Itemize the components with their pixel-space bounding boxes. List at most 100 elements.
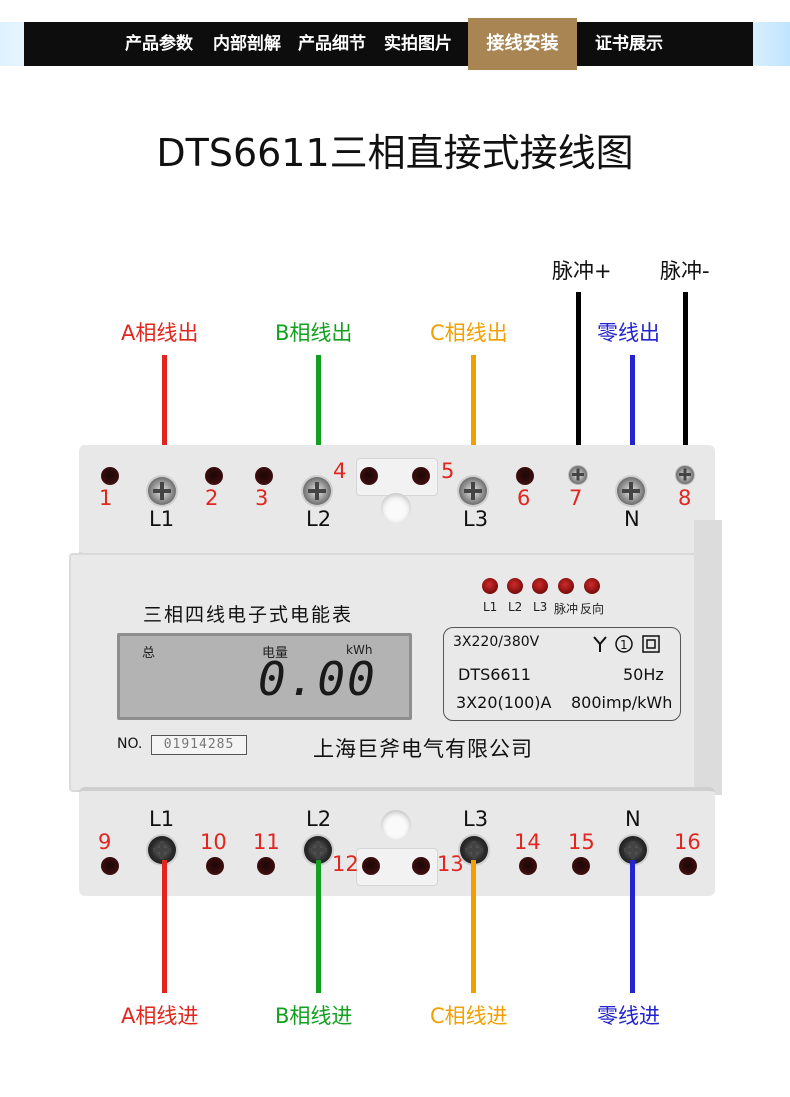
wire-c-phase-in [471, 860, 476, 993]
serial-label: NO. [117, 736, 143, 752]
label-a-phase-in: A相线进 [121, 1004, 199, 1028]
led-l2 [507, 578, 523, 594]
terminal-hole-9 [101, 857, 119, 875]
side-rail [694, 520, 722, 795]
label-b-phase-in: B相线进 [275, 1004, 353, 1028]
wire-a-phase-out [162, 355, 167, 475]
screw-pulse-plus [569, 466, 587, 484]
terminal-label-l3-top: L3 [463, 507, 489, 531]
spec-symbols: 1 [593, 635, 660, 653]
spec-model: DTS6611 [458, 665, 531, 684]
screw-l3-in [460, 836, 488, 864]
wire-b-phase-out [316, 355, 321, 475]
serial-number: 01914285 [151, 735, 247, 755]
label-pulse-plus: 脉冲+ [552, 259, 612, 283]
led-label-l1: L1 [483, 600, 498, 614]
terminal-number-5: 5 [441, 459, 455, 483]
led-label-l3: L3 [533, 600, 548, 614]
terminal-hole-16 [679, 857, 697, 875]
terminal-number-3: 3 [255, 486, 269, 510]
terminal-number-9: 9 [98, 830, 112, 854]
screw-n-in [619, 836, 647, 864]
wye-icon [593, 636, 607, 652]
screw-n-out [617, 477, 645, 505]
nav-tab-certificates[interactable]: 证书展示 [595, 34, 663, 54]
terminal-label-n-top: N [624, 507, 640, 531]
terminal-hole-5 [412, 467, 430, 485]
screw-pulse-minus [676, 466, 694, 484]
terminal-number-2: 2 [205, 486, 219, 510]
class-1-icon [615, 635, 633, 653]
terminal-hole-1 [101, 467, 119, 485]
nav-tab-wiring[interactable]: 接线安装 [468, 18, 577, 70]
spec-frequency: 50Hz [623, 665, 664, 684]
label-a-phase-out: A相线出 [121, 321, 199, 345]
terminal-label-l2-top: L2 [306, 507, 332, 531]
spec-current: 3X20(100)A [456, 693, 552, 712]
terminal-number-13: 13 [437, 852, 464, 876]
terminal-number-11: 11 [253, 830, 280, 854]
label-b-phase-out: B相线出 [275, 321, 353, 345]
lcd-reading: 0.00 [258, 652, 377, 706]
terminal-number-10: 10 [200, 830, 227, 854]
label-neutral-out: 零线出 [597, 321, 660, 345]
label-c-phase-out: C相线出 [430, 321, 508, 345]
terminal-number-14: 14 [514, 830, 541, 854]
lcd-unit: kWh [346, 643, 373, 657]
terminal-number-1: 1 [99, 486, 113, 510]
top-mount-hole [381, 493, 411, 523]
terminal-number-6: 6 [517, 486, 531, 510]
terminal-label-l3-bottom: L3 [463, 807, 489, 831]
label-c-phase-in: C相线进 [430, 1004, 508, 1028]
manufacturer: 上海巨斧电气有限公司 [313, 737, 533, 761]
terminal-number-8: 8 [678, 486, 692, 510]
led-label-reverse: 反向 [580, 602, 605, 616]
wire-neutral-in [630, 860, 635, 993]
meter-name: 三相四线电子式电能表 [143, 604, 354, 626]
terminal-hole-11 [257, 857, 275, 875]
wire-neutral-out [630, 355, 635, 475]
terminal-label-l1-top: L1 [149, 507, 175, 531]
led-pulse [558, 578, 574, 594]
bottom-mount-hole [381, 810, 411, 840]
screw-l1-out [148, 477, 176, 505]
terminal-number-4: 4 [333, 459, 347, 483]
nav-tab-details[interactable]: 产品细节 [298, 34, 366, 54]
terminal-number-15: 15 [568, 830, 595, 854]
nav-tab-photos[interactable]: 实拍图片 [384, 34, 452, 54]
terminal-number-16: 16 [674, 830, 701, 854]
led-label-l2: L2 [508, 600, 523, 614]
label-neutral-in: 零线进 [597, 1004, 660, 1028]
terminal-hole-13 [412, 857, 430, 875]
screw-l2-in [304, 836, 332, 864]
terminal-hole-4 [360, 467, 378, 485]
wire-a-phase-in [162, 860, 167, 993]
nav-tab-params[interactable]: 产品参数 [125, 34, 193, 54]
wire-pulse-minus [683, 292, 688, 464]
wire-pulse-plus [576, 292, 581, 464]
terminal-number-7: 7 [569, 486, 583, 510]
led-label-pulse: 脉冲 [554, 602, 579, 616]
terminal-label-l2-bottom: L2 [306, 807, 332, 831]
terminal-hole-12 [362, 857, 380, 875]
svg-text:1: 1 [620, 638, 628, 652]
nav-tab-internal[interactable]: 内部剖解 [213, 34, 281, 54]
spec-voltage: 3X220/380V [453, 634, 540, 650]
spec-constant: 800imp/kWh [571, 693, 673, 712]
screw-l1-in [148, 836, 176, 864]
terminal-hole-15 [572, 857, 590, 875]
spec-box [443, 627, 681, 721]
screw-l2-out [303, 477, 331, 505]
terminal-hole-2 [205, 467, 223, 485]
terminal-hole-10 [206, 857, 224, 875]
lcd-total-label: 总 [142, 646, 156, 661]
terminal-label-l1-bottom: L1 [149, 807, 175, 831]
screw-l3-out [459, 477, 487, 505]
led-l3 [532, 578, 548, 594]
terminal-hole-3 [255, 467, 273, 485]
wire-b-phase-in [316, 860, 321, 993]
wire-c-phase-out [471, 355, 476, 475]
terminal-number-12: 12 [332, 852, 359, 876]
nav-bar [24, 22, 753, 66]
page-title: DTS6611三相直接式接线图 [156, 131, 634, 175]
